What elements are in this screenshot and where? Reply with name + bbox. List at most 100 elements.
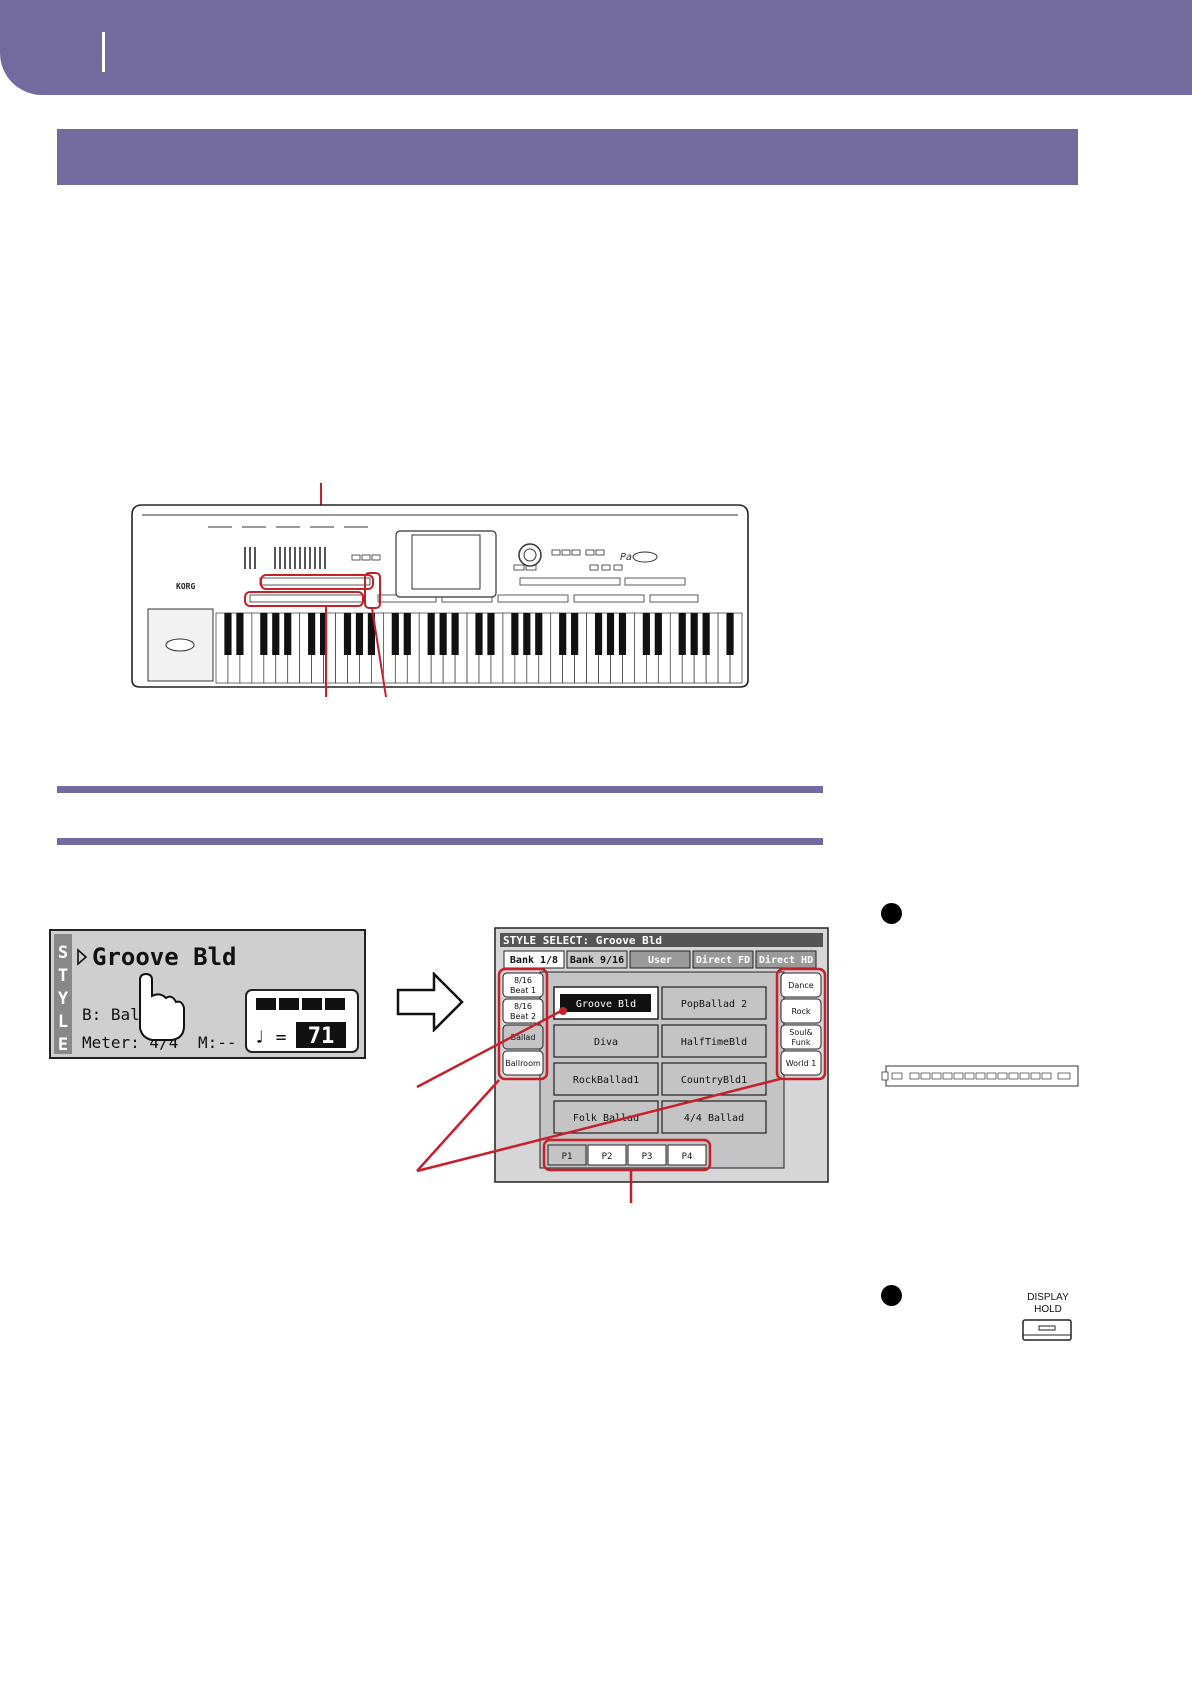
style-vertical-letter: L bbox=[58, 1012, 68, 1032]
black-key bbox=[439, 613, 447, 655]
header-divider bbox=[102, 32, 105, 72]
category-tab-label: Beat 1 bbox=[510, 986, 536, 995]
page-tab-label: P4 bbox=[682, 1152, 693, 1162]
bullet-icon bbox=[881, 903, 902, 924]
page-header-bar bbox=[0, 0, 1192, 95]
section-title-bar bbox=[57, 129, 1078, 185]
black-key bbox=[571, 613, 579, 655]
style-select-window: STYLE SELECT: Groove Bld Bank 1/8 Bank 9… bbox=[416, 927, 829, 1203]
tempo-symbol: ♩ = bbox=[254, 1027, 287, 1048]
black-key bbox=[606, 613, 615, 655]
style-button-label: Folk Ballad bbox=[573, 1113, 639, 1124]
page-tab[interactable]: P4 bbox=[667, 1144, 707, 1166]
style-vertical-letter: T bbox=[58, 966, 68, 986]
category-tab-left[interactable]: 8/16 Beat 2 bbox=[502, 998, 544, 1024]
hand-pointer-icon bbox=[139, 972, 185, 1041]
page-tab-label: P1 bbox=[562, 1152, 573, 1162]
category-tab-label: Beat 2 bbox=[510, 1012, 536, 1021]
category-tab-left[interactable]: Ballad bbox=[502, 1024, 544, 1050]
keyboard-illustration: Pa KORG bbox=[131, 483, 749, 698]
black-key bbox=[642, 613, 650, 655]
style-button-label: Groove Bld bbox=[576, 999, 636, 1010]
style-button[interactable]: CountryBld1 bbox=[661, 1062, 767, 1096]
measure-text: M:-- bbox=[198, 1033, 237, 1052]
brand-label: KORG bbox=[176, 582, 195, 591]
bank-tab[interactable]: Direct FD bbox=[692, 950, 754, 969]
black-key bbox=[391, 613, 399, 655]
bank-tab[interactable]: Bank 9/16 bbox=[566, 950, 628, 969]
black-key bbox=[690, 613, 698, 655]
category-tab-label: Dance bbox=[788, 981, 814, 990]
style-name[interactable]: Groove Bld bbox=[92, 943, 237, 971]
style-button-label: CountryBld1 bbox=[681, 1075, 747, 1086]
page-tab[interactable]: P3 bbox=[627, 1144, 667, 1166]
black-key bbox=[618, 613, 627, 655]
callout-dot bbox=[559, 1007, 567, 1015]
bank-tab-label: User bbox=[648, 955, 672, 966]
black-key bbox=[535, 613, 543, 655]
black-key bbox=[654, 613, 662, 655]
black-key bbox=[308, 613, 316, 655]
subsection-rule-top bbox=[57, 786, 823, 793]
style-button-label: Diva bbox=[594, 1037, 618, 1048]
black-key bbox=[403, 613, 411, 655]
category-tab-label: 8/16 bbox=[514, 976, 532, 985]
callout-highlights bbox=[416, 967, 827, 1203]
category-tab-right[interactable]: Soul& Funk bbox=[780, 1024, 822, 1050]
black-key bbox=[523, 613, 531, 655]
category-tab-label: Soul& bbox=[789, 1028, 813, 1037]
category-tab-left[interactable]: Ballroom bbox=[502, 1050, 544, 1076]
black-key bbox=[320, 613, 328, 655]
subsection-rule-bottom bbox=[57, 838, 823, 845]
play-triangle-icon bbox=[77, 948, 88, 966]
page-tab[interactable]: P2 bbox=[587, 1144, 627, 1166]
black-key bbox=[702, 613, 710, 655]
style-bank-button-strip bbox=[881, 1065, 1079, 1087]
style-button-label: 4/4 Ballad bbox=[684, 1113, 744, 1124]
style-button[interactable]: 4/4 Ballad bbox=[661, 1100, 767, 1134]
category-tab-label: Ballroom bbox=[505, 1059, 541, 1068]
black-key bbox=[678, 613, 686, 655]
bank-tab[interactable]: Bank 1/8 bbox=[503, 950, 565, 969]
style-button[interactable]: Diva bbox=[553, 1024, 659, 1058]
bank-tab[interactable]: Direct HD bbox=[755, 950, 817, 969]
category-tab-right[interactable]: Dance bbox=[780, 972, 822, 998]
category-tab-right[interactable]: Rock bbox=[780, 998, 822, 1024]
display-hold-label-line1: DISPLAY bbox=[1027, 1292, 1069, 1303]
bank-tab-label: Direct FD bbox=[696, 954, 750, 966]
style-button[interactable]: RockBallad1 bbox=[553, 1062, 659, 1096]
black-key bbox=[272, 613, 280, 655]
style-vertical-letter: E bbox=[58, 1035, 68, 1055]
black-key bbox=[726, 613, 734, 655]
black-key bbox=[343, 613, 352, 655]
style-button-label: RockBallad1 bbox=[573, 1075, 639, 1086]
black-key bbox=[487, 613, 495, 655]
display-hold-button[interactable] bbox=[1021, 1318, 1073, 1342]
style-button-selected[interactable]: Groove Bld bbox=[553, 986, 659, 1020]
black-key bbox=[475, 613, 483, 655]
style-display-panel: S T Y L E Groove Bld B: Ballad Meter: 4/… bbox=[49, 929, 366, 1059]
page-tab[interactable]: P1 bbox=[547, 1144, 587, 1166]
bullet-icon bbox=[881, 1285, 902, 1306]
category-tab-label: Rock bbox=[791, 1007, 810, 1016]
style-button[interactable]: Folk Ballad bbox=[553, 1100, 659, 1134]
display-hold-label-line2: HOLD bbox=[1034, 1304, 1062, 1315]
category-tab-right[interactable]: World 1 bbox=[780, 1050, 822, 1076]
black-key bbox=[594, 613, 603, 655]
bank-tab-label: Bank 1/8 bbox=[510, 955, 558, 966]
category-tab-label: Ballad bbox=[511, 1033, 536, 1042]
svg-text:Pa: Pa bbox=[620, 552, 632, 563]
bank-tab[interactable]: User bbox=[629, 950, 691, 969]
window-title: STYLE SELECT: Groove Bld bbox=[503, 934, 662, 947]
category-tab-label: 8/16 bbox=[514, 1002, 532, 1011]
black-key bbox=[224, 613, 232, 655]
style-button[interactable]: PopBallad 2 bbox=[661, 986, 767, 1020]
bank-tab-label: Direct HD bbox=[759, 954, 813, 966]
bank-tab-label: Bank 9/16 bbox=[570, 955, 624, 966]
style-button-label: PopBallad 2 bbox=[681, 999, 747, 1010]
style-vertical-letter: S bbox=[58, 943, 68, 963]
style-button[interactable]: HalfTimeBld bbox=[661, 1024, 767, 1058]
tempo-value[interactable]: 71 bbox=[308, 1024, 335, 1049]
page-tab-label: P2 bbox=[602, 1152, 613, 1162]
category-tab-left[interactable]: 8/16 Beat 1 bbox=[502, 972, 544, 998]
